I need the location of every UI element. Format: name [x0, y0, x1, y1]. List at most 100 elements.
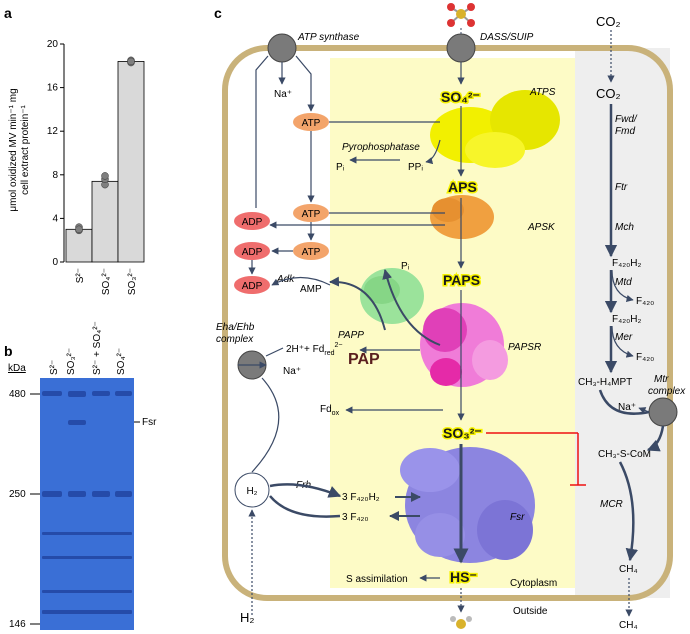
- papp-protein: [360, 268, 424, 324]
- na-top-label: Na⁺: [274, 89, 292, 100]
- panel-b: b kDa S²⁻ SO₃²⁻ S²⁻ + SO₄²⁻ SO₄²⁻ 480: [4, 321, 157, 630]
- sulfate-label: SO₄²⁻: [441, 89, 480, 105]
- mtr-complex-icon: [648, 397, 678, 427]
- lane-label-2: SO₃²⁻: [66, 348, 77, 375]
- data-points: [75, 56, 135, 235]
- mch-label: Mch: [615, 222, 634, 233]
- f420h2-left-label: 3 F₄₂₀H₂: [342, 492, 380, 503]
- ch4-outside-label: CH₄: [619, 620, 638, 631]
- na-left-label: Na⁺: [283, 366, 301, 377]
- mer-label: Mer: [615, 332, 633, 343]
- mtr-complex-label: complex: [648, 386, 686, 397]
- bar: [65, 228, 93, 263]
- x-tick-label: S²⁻: [75, 268, 86, 283]
- s-assimilation-label: S assimilation: [346, 574, 408, 585]
- outside-label: Outside: [513, 606, 548, 617]
- data-point: [101, 172, 109, 180]
- h2-node: [234, 472, 270, 508]
- f420-b-label: F₄₂₀: [636, 352, 654, 363]
- hs-label: HS⁻: [450, 569, 477, 585]
- sulfate-molecule-icon: [447, 3, 475, 27]
- panel-a: a μmol oxidized MV min⁻¹ mg cell extract…: [4, 5, 145, 295]
- papsr-label: PAPSR: [508, 342, 541, 353]
- x-tick-label: SO₃²⁻: [127, 268, 138, 295]
- y-tick-label: 20: [47, 39, 59, 50]
- f420h2-a-label: F₄₂₀H₂: [612, 258, 641, 269]
- f420h2-b-label: F₄₂₀H₂: [612, 314, 641, 325]
- svg-text:ADP: ADP: [242, 247, 263, 258]
- atps-protein: [430, 90, 560, 168]
- lane-label-1: S²⁻: [49, 360, 60, 375]
- pap-label: PAP: [348, 351, 380, 368]
- fsr-band-label: Fsr: [142, 417, 157, 428]
- atp-synthase-label: ATP synthase: [297, 32, 360, 43]
- y-ticks: 0 4 8 12 16 20: [47, 39, 64, 268]
- atp-node-3: ATP: [293, 242, 329, 260]
- x-tick-labels: S²⁻ SO₄²⁻ SO₃²⁻: [75, 268, 138, 295]
- co2-inside-label: CO₂: [596, 86, 621, 101]
- y-tick-label: 0: [52, 257, 58, 268]
- pathway-arrows: [238, 30, 665, 617]
- lane-labels: S²⁻ SO₃²⁻ S²⁻ + SO₄²⁻ SO₄²⁻: [49, 321, 127, 375]
- fd-ox-label: Fdox: [320, 404, 340, 417]
- h2-inner-label: H₂: [246, 486, 257, 497]
- adp-node-3: ADP: [234, 276, 270, 294]
- na-right-label: Na⁺: [618, 402, 636, 413]
- y-tick-label: 4: [52, 213, 58, 224]
- cytoplasm-label: Cytoplasm: [510, 578, 557, 589]
- ladder-146: 146: [9, 619, 26, 630]
- data-point: [127, 57, 135, 66]
- mcr-inhibition: [486, 432, 586, 486]
- co2-outside-label: CO₂: [596, 14, 621, 29]
- svg-text:ATP: ATP: [302, 209, 321, 220]
- bars: [65, 61, 145, 263]
- apsk-protein: [430, 195, 494, 239]
- data-point: [75, 225, 83, 234]
- ch3mpt-label: CH₃-H₄MPT: [578, 377, 632, 388]
- fd-red-label: 2H⁺+ Fdred2−: [286, 342, 342, 357]
- paps-label: PAPS: [443, 272, 480, 288]
- fsr-label: Fsr: [510, 512, 525, 523]
- adp-node-1: ADP: [234, 212, 270, 230]
- methanogenesis-region: [575, 48, 670, 598]
- ch3scom-label: CH₃-S-CoM: [598, 449, 651, 460]
- svg-text:ATP: ATP: [302, 118, 321, 129]
- pyrophosphatase-label: Pyrophosphatase: [342, 142, 420, 153]
- gel-bands: [42, 391, 132, 614]
- svg-text:ATP: ATP: [302, 247, 321, 258]
- panel-c: c ATP synthase DASS/SUIP: [214, 3, 686, 631]
- mcr-label: MCR: [600, 499, 623, 510]
- atp-node-2: ATP: [293, 204, 329, 222]
- bar: [91, 180, 119, 263]
- svg-text:ADP: ADP: [242, 217, 263, 228]
- bar: [117, 61, 145, 263]
- lane-label-4: SO₄²⁻: [116, 348, 127, 375]
- amp-label: AMP: [300, 284, 322, 295]
- ladder-250: 250: [9, 489, 26, 500]
- x-tick-label: SO₄²⁻: [101, 268, 112, 295]
- y-axis-label-line2: cell extract protein⁻¹: [20, 104, 31, 194]
- ladder-480: 480: [9, 389, 26, 400]
- sulfite-label: SO₃²⁻: [443, 425, 482, 441]
- lane-label-3: S²⁻ + SO₄²⁻: [92, 321, 103, 375]
- mtr-label: Mtr: [654, 374, 669, 385]
- f420-left-label: 3 F₄₂₀: [342, 512, 369, 523]
- y-tick-label: 12: [47, 126, 59, 137]
- papsr-protein: [420, 303, 508, 387]
- y-axis-label-line1: μmol oxidized MV min⁻¹ mg: [8, 88, 19, 211]
- ch4-inside-label: CH₄: [619, 564, 638, 575]
- panel-a-label: a: [4, 5, 12, 21]
- atp-synthase-icon: [267, 33, 297, 63]
- adp-node-2: ADP: [234, 242, 270, 260]
- kda-label: kDa: [8, 363, 26, 374]
- y-tick-label: 8: [52, 170, 58, 181]
- papp-label: PAPP: [338, 330, 364, 341]
- pi-label-papp: Pᵢ: [401, 261, 410, 272]
- ppi-label: PPᵢ: [408, 162, 423, 173]
- aps-label: APS: [448, 179, 477, 195]
- panel-b-label: b: [4, 343, 13, 359]
- fmd-label: Fmd: [615, 126, 635, 137]
- y-tick-label: 16: [47, 83, 59, 94]
- f420-a-label: F₄₂₀: [636, 296, 654, 307]
